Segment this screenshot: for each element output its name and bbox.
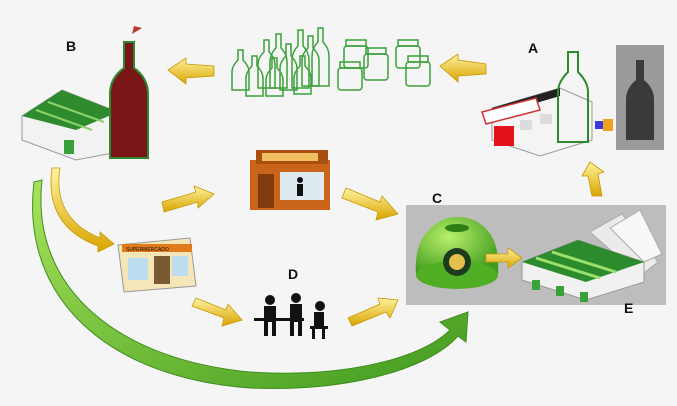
arrow-bottles-to-b — [167, 57, 215, 85]
arrow-d-to-c — [347, 297, 399, 327]
consumers-icon — [254, 293, 328, 339]
flow-arrows — [50, 53, 605, 327]
arrow-c-to-e — [485, 247, 523, 269]
arrow-b-to-shop — [50, 167, 115, 253]
treatment-plant-icon — [521, 239, 645, 302]
glass-bottle-outline-icon — [557, 51, 589, 143]
shop-sign: SUPERMERCADO — [126, 247, 169, 253]
glass-jars-icon — [337, 39, 431, 91]
arrow-e-to-a — [581, 161, 605, 197]
arrow-a-to-bottles — [439, 53, 487, 83]
arrow-b-to-container-green — [32, 179, 469, 389]
label-d: D — [288, 266, 299, 282]
label-e: E — [624, 300, 634, 316]
arrow-shop-to-d — [191, 297, 243, 327]
furnace-icon — [595, 119, 613, 131]
bottling-plant-icon — [21, 89, 119, 161]
arrow-b-to-bar — [161, 185, 215, 213]
label-b: B — [66, 38, 77, 54]
recycling-container-icon — [415, 217, 499, 289]
wine-bottle-icon — [109, 26, 149, 159]
label-c: C — [432, 190, 443, 206]
glass-factory-icon — [481, 87, 593, 157]
label-a: A — [528, 40, 539, 56]
bar-icon — [250, 150, 330, 210]
glass-bottles-icon — [231, 27, 330, 97]
dark-bottle-icon — [616, 45, 664, 150]
arrow-bar-to-c — [341, 187, 399, 221]
shop-icon — [117, 237, 197, 293]
